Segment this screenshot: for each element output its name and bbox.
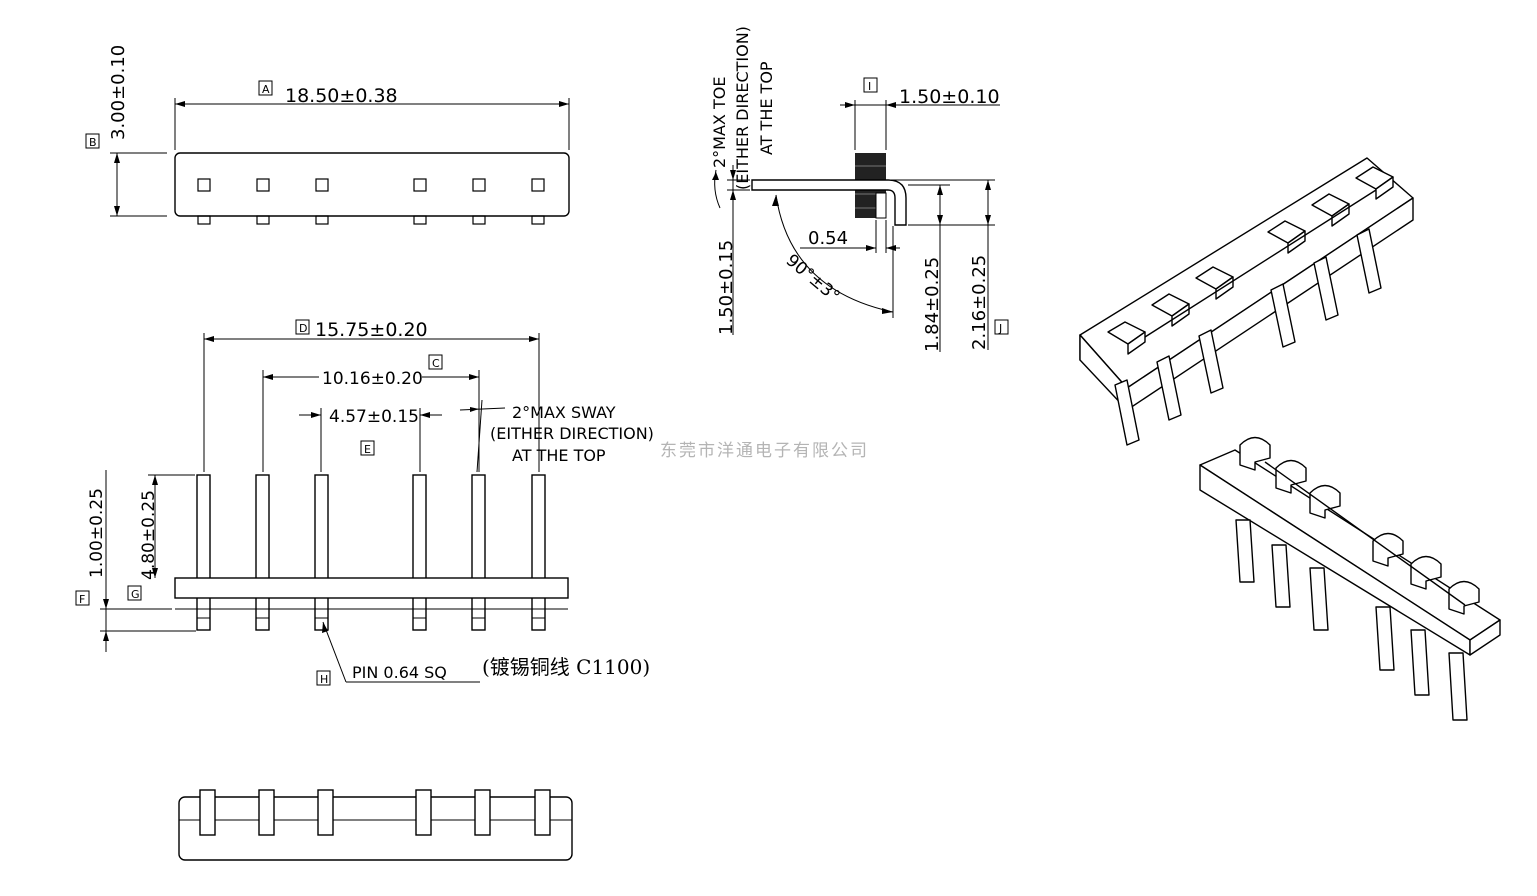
label-c: C xyxy=(432,357,440,370)
bottom-view-pins xyxy=(199,789,551,836)
dim-group-span: 10.16±0.20 xyxy=(322,369,423,389)
pin-material: (镀锡铜线 C1100) xyxy=(482,655,650,679)
dim-side-width: 1.50±0.10 xyxy=(899,86,1000,108)
side-view-pin xyxy=(751,179,907,226)
front-view: D 15.75±0.20 C 10.16±0.20 4.57±0.15 E 2°… xyxy=(75,319,654,686)
toe-note-line3: AT THE TOP xyxy=(757,61,776,155)
dim-overall-length: 18.50±0.38 xyxy=(285,85,398,107)
sway-note-line3: AT THE TOP xyxy=(512,446,606,465)
toe-note-line2: (EITHER DIRECTION) xyxy=(733,26,752,190)
side-view: 1.50±0.10 I 0.54 1.50±0.15 2°MAX TOE (EI… xyxy=(710,26,1009,352)
front-view-pins xyxy=(196,474,546,631)
iso-view-upper xyxy=(1079,157,1414,446)
dim-bottom-offset: 1.00±0.25 xyxy=(87,488,107,578)
iso-view-lower xyxy=(1199,436,1501,721)
pin-spec: PIN 0.64 SQ xyxy=(352,663,447,682)
bottom-view-body xyxy=(178,796,573,861)
label-a: A xyxy=(262,83,270,96)
label-f: F xyxy=(79,593,85,606)
dim-pin-span: 15.75±0.20 xyxy=(315,319,428,341)
dim-angle: 90°±3° xyxy=(782,251,844,307)
label-e: E xyxy=(364,443,371,456)
dim-pin-length: 4.80±0.25 xyxy=(139,490,159,580)
top-view-pin-squares xyxy=(197,178,545,192)
label-j: J xyxy=(998,322,1002,335)
bottom-view xyxy=(178,789,573,861)
top-view-pin-stubs xyxy=(197,215,545,225)
sway-note-line1: 2°MAX SWAY xyxy=(512,403,616,422)
label-h: H xyxy=(320,673,328,686)
label-b: B xyxy=(89,136,97,149)
sway-note-line2: (EITHER DIRECTION) xyxy=(490,424,654,443)
watermark: 东莞市洋通电子有限公司 xyxy=(660,441,869,461)
label-g: G xyxy=(131,588,140,601)
dim-side-height-left: 1.50±0.15 xyxy=(716,240,737,335)
toe-note-line1: 2°MAX TOE xyxy=(710,77,729,168)
label-i: I xyxy=(868,80,871,93)
dim-side-height-right: 2.16±0.25 xyxy=(969,255,990,350)
label-d: D xyxy=(299,322,307,335)
dim-pitch-gap: 4.57±0.15 xyxy=(329,407,419,427)
top-view-body xyxy=(174,152,570,217)
front-view-body xyxy=(174,577,569,599)
dim-side-height-mid: 1.84±0.25 xyxy=(922,257,943,352)
top-view: A 18.50±0.38 B 3.00±0.10 xyxy=(85,45,570,225)
dim-body-height: 3.00±0.10 xyxy=(108,45,129,140)
dim-side-thickness: 0.54 xyxy=(808,228,848,249)
